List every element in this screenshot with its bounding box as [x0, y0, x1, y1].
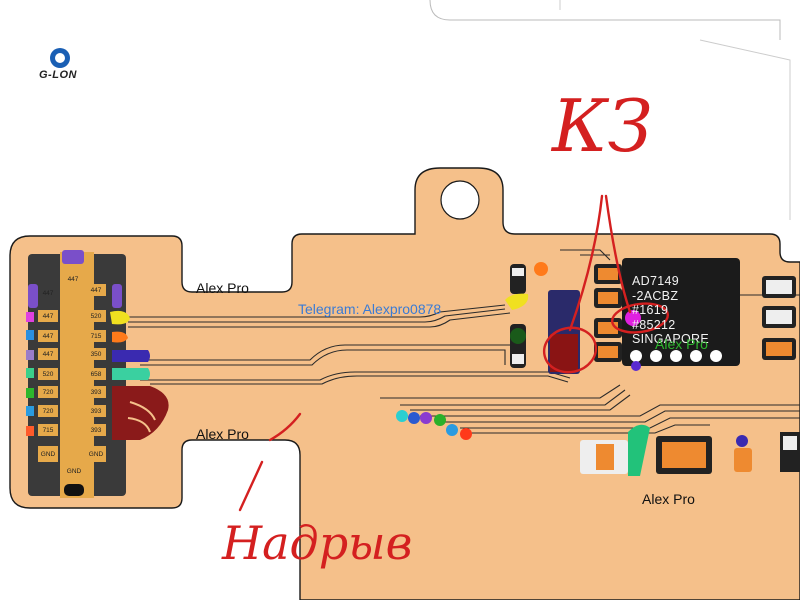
chip-marking: AD7149 -2ACBZ #1619 #85212 SINGAPORE — [632, 274, 709, 347]
g-lon-logo-icon — [50, 48, 70, 68]
board-edge-line — [559, 0, 791, 220]
connector-pin-label: 447 — [90, 287, 102, 294]
connector-pin-label: 520 — [42, 371, 54, 378]
connector-gnd-label: GND — [40, 451, 56, 458]
connector-pin-label: 447 — [42, 351, 54, 358]
mounting-hole — [440, 180, 480, 220]
fpc-connector — [26, 250, 126, 498]
test-point-marks — [110, 310, 169, 440]
capacitors — [580, 264, 800, 476]
connector-pin-label: 350 — [90, 351, 102, 358]
connector-pin-label: 720 — [42, 408, 54, 415]
red-annotations — [238, 194, 669, 512]
connector-pin-label: 447 — [42, 313, 54, 320]
connector-pin-label: 715 — [42, 427, 54, 434]
chip-line: AD7149 — [632, 274, 679, 288]
trace-break-annotation: Надрыв — [222, 516, 413, 570]
connector-pin-label: 447 — [42, 333, 54, 340]
chip-line: #1619 — [632, 303, 669, 317]
watermark-middle: Alex Pro — [196, 426, 249, 442]
via-points — [396, 410, 472, 440]
connector-pin-label: 447 — [67, 276, 79, 283]
connector-pin-label: 393 — [90, 389, 102, 396]
connector-pin-label: 393 — [90, 427, 102, 434]
connector-pin-label: 715 — [90, 333, 102, 340]
connector-pin-label: 393 — [90, 408, 102, 415]
short-circuit-annotation: КЗ — [552, 84, 653, 168]
chip-line: -2ACBZ — [632, 288, 679, 303]
connector-gnd-label: GND — [88, 451, 104, 458]
connector-pin-label: 447 — [42, 290, 54, 297]
watermark-bottom: Alex Pro — [642, 491, 695, 507]
connector-pin-label: 658 — [90, 371, 102, 378]
connector-pin-label: 520 — [90, 313, 102, 320]
chip-line: SINGAPORE — [632, 332, 710, 346]
chip-line: #85212 — [632, 317, 676, 332]
components-mid — [505, 262, 580, 374]
watermark-chip: Alex Pro — [655, 336, 708, 352]
connector-gnd-label: GND — [66, 468, 82, 475]
board-edge-line — [429, 0, 781, 40]
watermark-telegram: Telegram: Alexpro0878 — [298, 301, 442, 317]
connector-pin-label: 720 — [42, 389, 54, 396]
logo-text: G-LON — [39, 69, 77, 81]
watermark-top: Alex Pro — [196, 280, 249, 296]
ic-chip — [622, 258, 740, 371]
